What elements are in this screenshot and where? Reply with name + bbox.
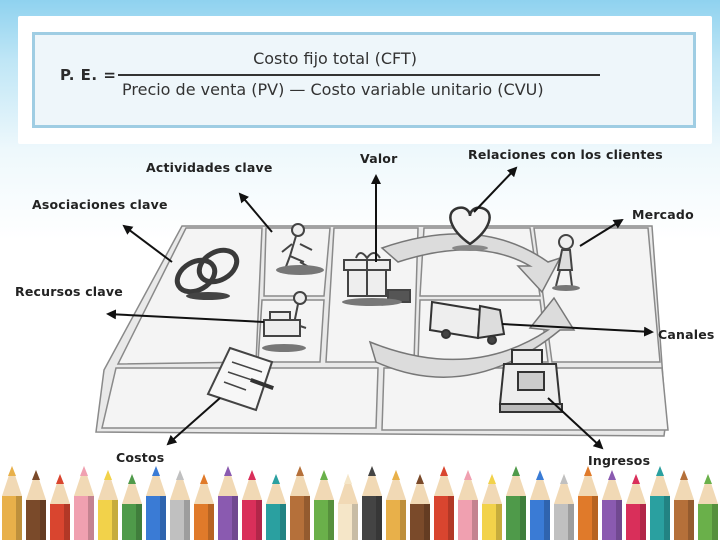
- pencil: [146, 466, 166, 540]
- pencil: [578, 466, 598, 540]
- gift-icon: [342, 252, 411, 306]
- pencil: [194, 474, 214, 540]
- block-mercado: [533, 227, 661, 363]
- label-valor: Valor: [360, 151, 398, 166]
- pencil: [602, 470, 622, 540]
- label-ingresos: Ingresos: [588, 453, 651, 468]
- pencil: [482, 474, 502, 540]
- pencil: [410, 474, 430, 540]
- worker-icon: [276, 223, 324, 275]
- pencil: [26, 470, 46, 540]
- arrow-asociaciones: [122, 224, 173, 263]
- pencil: [266, 474, 286, 540]
- pencil: [554, 474, 574, 540]
- pencil: [386, 470, 406, 540]
- heart-icon: [449, 206, 491, 251]
- pencil: [50, 474, 70, 540]
- canvas-board: [95, 225, 669, 437]
- pencil: [362, 466, 382, 540]
- block-actividades: [263, 227, 331, 297]
- pencils-decoration: [2, 466, 718, 540]
- pencil: [314, 470, 334, 540]
- forklift-icon: [262, 291, 307, 352]
- pencil: [674, 470, 694, 540]
- label-costos: Costos: [116, 450, 165, 465]
- pencil: [74, 466, 94, 540]
- arrow-relaciones: [473, 166, 518, 213]
- pencil: [434, 466, 454, 540]
- pencil: [218, 466, 238, 540]
- arrow-actividades: [238, 192, 273, 233]
- pencil: [98, 470, 118, 540]
- fraction-line: [118, 74, 600, 76]
- pencil: [242, 470, 262, 540]
- label-asociaciones-clave: Asociaciones clave: [32, 197, 168, 212]
- rings-icon: [174, 247, 240, 300]
- pencil: [170, 470, 190, 540]
- formula-label: P. E. =: [60, 66, 117, 84]
- arrow-canales: [501, 323, 654, 337]
- pencil: [338, 474, 358, 540]
- label-relaciones-clientes: Relaciones con los clientes: [468, 147, 663, 162]
- pencil: [506, 466, 526, 540]
- arrow-recursos: [106, 309, 265, 323]
- label-canales: Canales: [658, 327, 715, 342]
- arrow-ingresos: [547, 397, 604, 450]
- formula-numerator: Costo fijo total (CFT): [253, 49, 417, 68]
- truck-icon: [428, 300, 506, 345]
- formula-denominator: Precio de venta (PV) — Costo variable un…: [122, 80, 544, 99]
- formula-box: [32, 32, 696, 128]
- pencil: [122, 474, 142, 540]
- pencil: [290, 466, 310, 540]
- person-icon: [552, 234, 580, 291]
- label-recursos-clave: Recursos clave: [15, 284, 123, 299]
- pencil: [698, 474, 718, 540]
- pencil: [530, 470, 550, 540]
- pencil: [650, 466, 670, 540]
- pencil: [626, 474, 646, 540]
- invoice-icon: [206, 346, 274, 412]
- flow-band: [368, 233, 576, 378]
- arrow-mercado: [579, 218, 624, 247]
- label-mercado: Mercado: [632, 207, 694, 222]
- pencil: [2, 466, 22, 540]
- pencil: [458, 470, 478, 540]
- arrow-icon: [106, 166, 654, 450]
- label-actividades-clave: Actividades clave: [146, 160, 273, 175]
- cash-register-icon: [498, 349, 563, 413]
- formula-card: P. E. = Costo fijo total (CFT) Precio de…: [18, 16, 712, 144]
- arrow-costos: [166, 397, 221, 446]
